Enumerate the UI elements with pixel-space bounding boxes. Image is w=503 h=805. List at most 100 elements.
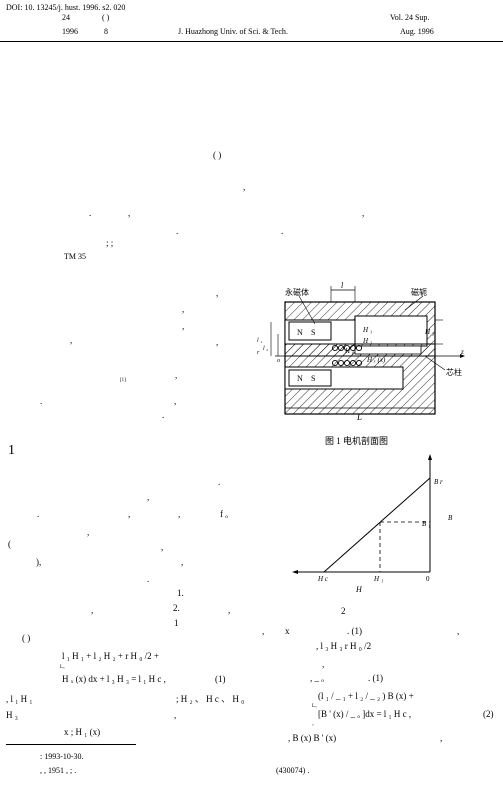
- body-punct: ,: [181, 557, 184, 567]
- variable-text: H ₃: [6, 710, 18, 720]
- label-N-upper: N: [297, 328, 303, 337]
- label-B: B: [448, 514, 453, 522]
- label-B1: B ₁: [422, 520, 430, 528]
- label-H1: H ₁: [362, 326, 372, 334]
- leader-yoke: [404, 295, 424, 311]
- figure-1-motor-section: 永磁体 磁轭 芯柱 l L N S N S H ₁ H ₂ H ₃ H ₀ H …: [257, 282, 465, 422]
- abstract-mark-e: .: [281, 226, 284, 236]
- right-punct: ,: [262, 626, 265, 636]
- variable-text: ; H ₂ 、 H c 、 H ₀: [176, 694, 245, 704]
- section-number: 1: [8, 443, 15, 458]
- body-punct: ,: [228, 605, 231, 615]
- left-punct: ,: [182, 304, 185, 314]
- label-S-lower: S: [311, 374, 315, 383]
- abstract-mark-a: .: [89, 208, 92, 218]
- footnote-postal: (430074) .: [276, 766, 310, 775]
- equation-2-line1: (l ₁ / _ ₁ + l ₂ / _ ₂ ) B (x) +: [318, 691, 414, 701]
- label-H2: H ₂: [362, 337, 373, 345]
- label-magnet: 永磁体: [285, 287, 309, 297]
- label-H0: H ₀: [344, 347, 355, 355]
- right-var-x: x: [285, 626, 290, 636]
- right-eq-ref: . (1): [368, 673, 383, 683]
- label-S-upper: S: [311, 328, 315, 337]
- label-Hc: H c: [317, 575, 329, 583]
- label-N-lower: N: [297, 374, 303, 383]
- body-paren-close: ),: [36, 557, 42, 567]
- figure-2-bh-curve: B r B ₁ B H c H ₁ 0 H: [292, 454, 453, 594]
- issue-paren: ( ): [102, 13, 110, 22]
- h-axis-arrow: [292, 570, 298, 574]
- right-punct: ,: [440, 733, 443, 743]
- label-core: 芯柱: [446, 367, 462, 377]
- author-affiliation-paren: ( ): [213, 150, 222, 160]
- header-rule: [0, 41, 503, 42]
- footnote-author: , , 1951 , ; .: [40, 766, 77, 775]
- list-item-2: 2.: [173, 603, 180, 613]
- year-cn: 1996: [62, 27, 78, 36]
- demag-line: [323, 477, 431, 573]
- left-punct: ,: [216, 337, 219, 347]
- magnet-upper: [288, 321, 332, 341]
- label-L: L: [356, 412, 362, 422]
- body-punct: ,: [161, 542, 164, 552]
- journal-name: J. Huazhong Univ. of Sci. & Tech.: [178, 27, 288, 36]
- label-H3: H ₃: [424, 328, 435, 336]
- equation-2-line2: [B ' (x) / _ ₒ ]dx = l ₁ H c ,: [318, 709, 412, 719]
- abstract-mark-b: ,: [128, 208, 131, 218]
- variable-text: x ; H ₁ (x): [64, 727, 101, 737]
- month-cn: 8: [104, 27, 108, 36]
- label-l1: l ₁: [257, 338, 262, 344]
- volume-en: Vol. 24 Sup.: [390, 13, 430, 22]
- variable-text: , l ₁ H ₁: [6, 694, 33, 704]
- volume-cn: 24: [62, 13, 70, 22]
- equation-1-limit: Lₒ: [60, 665, 65, 670]
- figure-1-caption: 图 1 电机剖面图: [325, 436, 389, 446]
- right-text-line: , B (x) B ' (x): [288, 733, 337, 743]
- date-en: Aug. 1996: [400, 27, 434, 36]
- body-punct: .: [218, 477, 221, 487]
- footnote-rule: [6, 744, 136, 745]
- leader-core: [424, 355, 446, 371]
- equation-2-number: (2): [483, 709, 494, 719]
- equation-2-limit: Lₒ: [312, 704, 317, 709]
- left-punct: .: [40, 396, 43, 406]
- right-eq-ref: . (1): [347, 626, 362, 636]
- equation-1-number: (1): [215, 674, 226, 684]
- classification-code: TM 35: [64, 252, 86, 261]
- body-punct: ,: [178, 509, 181, 519]
- left-punct: ,: [182, 321, 185, 331]
- left-punct: .: [162, 410, 165, 420]
- body-punct: .: [37, 509, 40, 519]
- equation-2-lower-limit: ₒ: [312, 722, 314, 727]
- equation-1-line2: H ₓ (x) dx + l ₃ H ₃ = l ₁ H c ,: [62, 674, 166, 684]
- left-punct: ,: [216, 288, 219, 298]
- doi-line: DOI: 10. 13245/j. hust. 1996. s2. 020: [6, 3, 126, 12]
- label-Hx: H ₓ (x): [366, 356, 386, 364]
- label-l: l: [341, 282, 344, 290]
- figure-ref-1: 1: [174, 618, 179, 628]
- label-origin: 0: [426, 575, 430, 583]
- z-axis-arrow: [460, 354, 465, 358]
- body-punct: ,: [87, 527, 90, 537]
- left-punct: ,: [174, 396, 177, 406]
- right-punct: ,: [322, 659, 325, 669]
- label-o: o: [277, 358, 280, 364]
- equation-1-line1: l ₁ H ₁ + l ₂ H ₂ + r H ₀ /2 +: [62, 651, 159, 661]
- footnote-received: : 1993-10-30.: [40, 752, 84, 761]
- left-punct: ,: [175, 370, 178, 380]
- abstract-mark-c: .: [176, 226, 179, 236]
- body-punct: ,: [147, 492, 150, 502]
- right-text-line: , _ ₒ: [310, 673, 324, 683]
- body-punct: ,: [91, 605, 94, 615]
- figure-2-caption: 2: [341, 606, 346, 616]
- variable-text: ,: [174, 710, 177, 720]
- label-Br: B r: [434, 478, 443, 486]
- core-gap: [354, 345, 422, 355]
- label-r: r: [257, 350, 260, 356]
- list-item-1: 1.: [177, 588, 184, 598]
- body-punct: .: [147, 574, 150, 584]
- label-l2: l ₂: [263, 346, 268, 352]
- label-H: H: [355, 585, 363, 594]
- label-yoke: 磁轭: [411, 287, 427, 297]
- body-punct: ,: [128, 509, 131, 519]
